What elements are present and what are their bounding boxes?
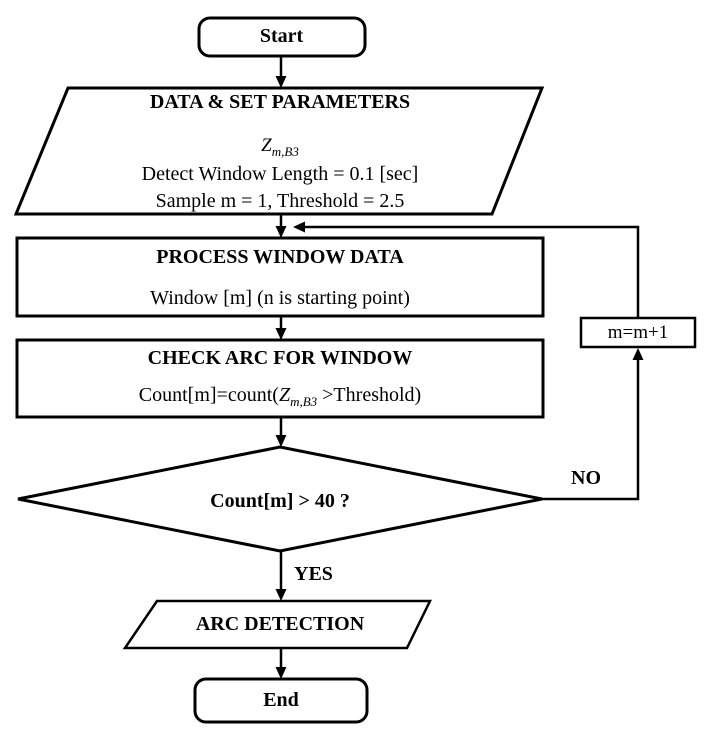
edge-increment-loop-to-process [304,225,640,318]
data-params-z-line: Zm,B3 [20,134,540,158]
check-arc-node [15,338,545,419]
edge-decision-no-to-increment [542,358,640,501]
increment-node [579,316,697,349]
z-subscript: m,B3 [271,143,299,159]
yes-branch-label: YES [294,563,333,585]
check-arc-body: Count[m]=count(Zm,B3 >Threshold) [20,382,540,408]
z-subscript: m,B3 [290,394,318,409]
arrowhead-into-process [275,226,287,238]
data-params-detect-line: Detect Window Length = 0.1 [sec] [141,163,419,185]
arrowhead-into-check [275,328,287,340]
z-symbol: Z [261,135,272,156]
arc-detection-label: ARC DETECTION [195,613,365,635]
decision-node [17,445,543,553]
end-node [193,677,369,724]
arrowhead-into-arcdetection [275,589,287,601]
arrowhead-into-end [275,667,287,679]
increment-label: m=m+1 [607,322,669,343]
check-arc-body-prefix: Count[m]=count( [138,384,279,406]
z-symbol: Z [278,384,291,406]
start-label: Start [259,25,304,47]
arrowhead-loop-left [293,221,305,233]
process-window-title: PROCESS WINDOW DATA [156,246,404,268]
arrowhead-into-dataparams [275,76,287,88]
no-branch-label: NO [571,467,601,489]
check-arc-title: CHECK ARC FOR WINDOW [147,347,413,369]
decision-label: Count[m] > 40 ? [210,490,350,512]
start-node [197,16,367,58]
end-label: End [263,689,299,711]
arrowhead-into-decision [275,435,287,447]
data-params-title: DATA & SET PARAMETERS [149,91,411,113]
data-params-sample-line: Sample m = 1, Threshold = 2.5 [155,190,405,212]
arc-detection-node [122,599,433,650]
process-window-body: Window [m] (n is starting point) [150,287,410,309]
check-arc-body-suffix: >Threshold) [317,384,422,406]
arrowhead-into-increment [632,348,644,360]
data-params-node [13,86,545,216]
process-window-node [15,236,545,318]
